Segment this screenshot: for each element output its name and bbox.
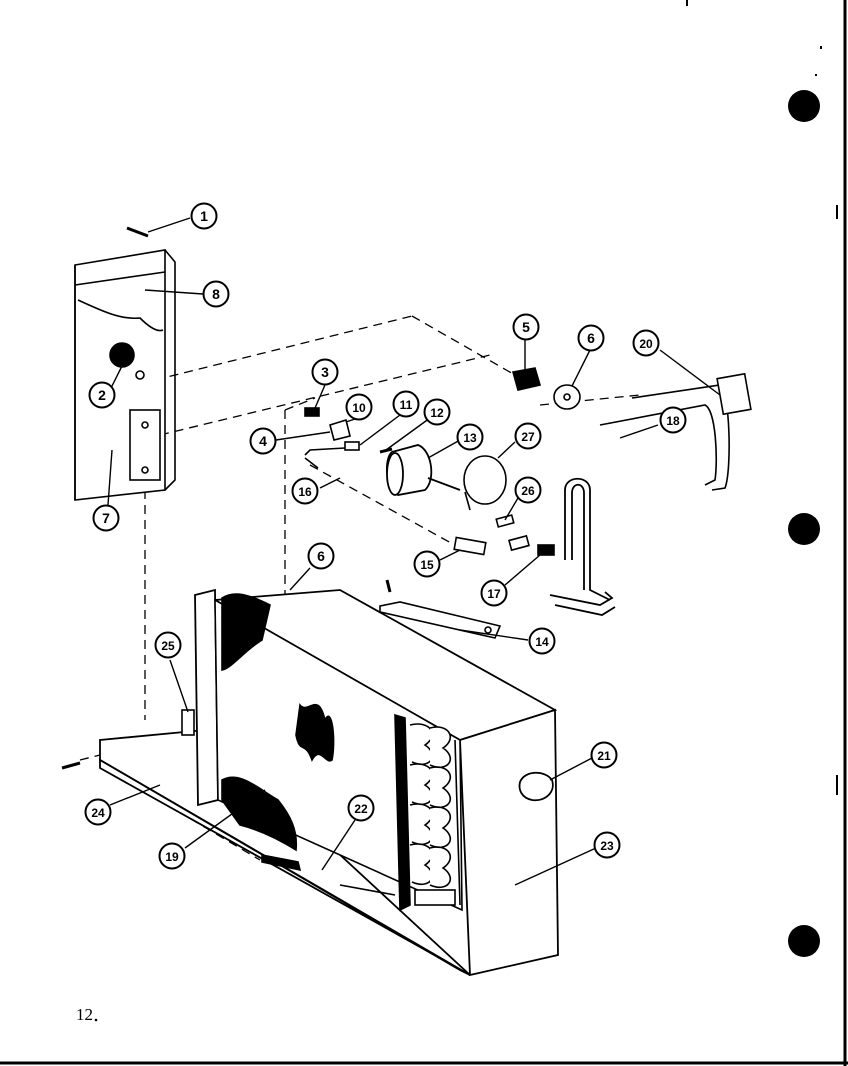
hairpin-tube xyxy=(549,477,616,616)
callout-6-lower-label: 6 xyxy=(317,548,325,564)
callout-24-label: 24 xyxy=(91,806,105,820)
callout-13-label: 13 xyxy=(463,431,477,445)
callout-20-label: 20 xyxy=(639,337,653,351)
page-number-dot xyxy=(94,1018,98,1022)
callout-25-label: 25 xyxy=(161,639,175,653)
callout-22: 22 xyxy=(347,794,375,822)
callout-2: 2 xyxy=(88,381,116,409)
callout-3: 3 xyxy=(311,358,339,386)
edge-mark-2 xyxy=(836,205,838,219)
callout-23-label: 23 xyxy=(600,839,614,853)
callout-7-label: 7 xyxy=(102,510,110,526)
edge-mark-4 xyxy=(815,74,817,76)
callout-6-lower: 6 xyxy=(307,542,335,570)
callout-11: 11 xyxy=(392,390,420,418)
unit-housing xyxy=(99,588,559,977)
leader-lines xyxy=(107,217,721,886)
callout-3-label: 3 xyxy=(321,364,329,380)
callout-24: 24 xyxy=(84,798,112,826)
binder-hole-middle xyxy=(788,513,820,545)
drain-plug xyxy=(518,771,554,802)
callout-16: 16 xyxy=(291,477,319,505)
callout-17: 17 xyxy=(480,579,508,607)
callout-11-label: 11 xyxy=(400,398,413,412)
callout-13: 13 xyxy=(456,423,484,451)
callout-8: 8 xyxy=(202,280,230,308)
callout-15-label: 15 xyxy=(420,558,434,572)
callout-4: 4 xyxy=(249,427,277,455)
filter-drier xyxy=(386,444,461,496)
callout-18-label: 18 xyxy=(666,414,680,428)
callout-16-label: 16 xyxy=(298,485,312,499)
callout-6-upper: 6 xyxy=(577,324,605,352)
screw-part-24 xyxy=(61,761,81,770)
callout-25: 25 xyxy=(154,631,182,659)
capillary-tubing xyxy=(304,372,752,511)
callout-2-label: 2 xyxy=(98,387,106,403)
callout-21-label: 21 xyxy=(597,749,611,763)
fittings xyxy=(304,367,581,454)
clip-part-25 xyxy=(181,709,195,736)
callout-27-label: 27 xyxy=(521,430,535,444)
mounting-bracket xyxy=(379,579,502,639)
callout-22-label: 22 xyxy=(354,802,368,816)
edge-mark-1 xyxy=(686,0,688,6)
callout-21: 21 xyxy=(590,741,618,769)
callout-5-label: 5 xyxy=(522,319,530,335)
callout-19-label: 19 xyxy=(165,850,179,864)
callout-10: 10 xyxy=(345,393,373,421)
callout-19: 19 xyxy=(158,842,186,870)
callout-10-label: 10 xyxy=(352,401,366,415)
callout-26-label: 26 xyxy=(521,484,535,498)
binder-hole-top xyxy=(788,90,820,122)
screw-part-1 xyxy=(126,226,149,238)
callout-4-label: 4 xyxy=(259,433,267,449)
callout-12: 12 xyxy=(423,398,451,426)
callout-23: 23 xyxy=(593,831,621,859)
coil-face xyxy=(214,593,463,912)
edge-mark-5 xyxy=(836,775,838,795)
callout-6-upper-label: 6 xyxy=(587,330,595,346)
callout-1-label: 1 xyxy=(200,208,208,224)
callout-26: 26 xyxy=(514,476,542,504)
callout-27: 27 xyxy=(514,422,542,450)
control-panel xyxy=(74,249,176,501)
page-number: 12 xyxy=(76,1005,93,1024)
callout-12-label: 12 xyxy=(430,406,444,420)
callout-15: 15 xyxy=(413,550,441,578)
edge-mark-3 xyxy=(820,46,822,49)
callout-5: 5 xyxy=(512,313,540,341)
callout-1: 1 xyxy=(190,202,218,230)
callout-14: 14 xyxy=(528,627,556,655)
callout-18: 18 xyxy=(659,406,687,434)
callout-7: 7 xyxy=(92,504,120,532)
tube-fittings-lower xyxy=(453,514,555,556)
callout-20: 20 xyxy=(632,329,660,357)
callout-14-label: 14 xyxy=(535,635,549,649)
binder-hole-bottom xyxy=(788,925,820,957)
callout-17-label: 17 xyxy=(487,587,501,601)
callout-8-label: 8 xyxy=(212,286,220,302)
